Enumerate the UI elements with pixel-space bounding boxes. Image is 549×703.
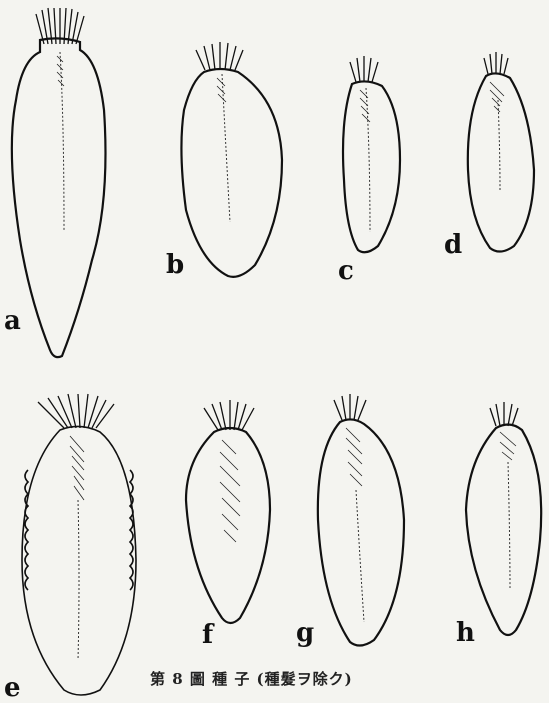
figure-caption: 第 8 圖 種 子 (種髮ヲ除ク) [150, 668, 353, 689]
seed-label-c: c [338, 258, 354, 284]
seed-label-h: h [456, 620, 475, 646]
seed-label-a: a [4, 308, 21, 334]
seed-label-f: f [202, 622, 213, 648]
seed-d-drawing [468, 52, 534, 252]
seed-label-d: d [444, 232, 462, 258]
seed-label-b: b [166, 252, 184, 278]
seed-a-drawing [12, 8, 106, 357]
seed-c-drawing [343, 56, 400, 252]
seed-b-drawing [181, 42, 282, 277]
seed-f-drawing [186, 400, 270, 623]
seed-label-g: g [296, 620, 314, 646]
seed-g-drawing [318, 394, 404, 646]
seed-h-drawing [466, 402, 541, 635]
seed-label-e: e [4, 675, 21, 701]
seed-e-drawing [22, 394, 136, 695]
